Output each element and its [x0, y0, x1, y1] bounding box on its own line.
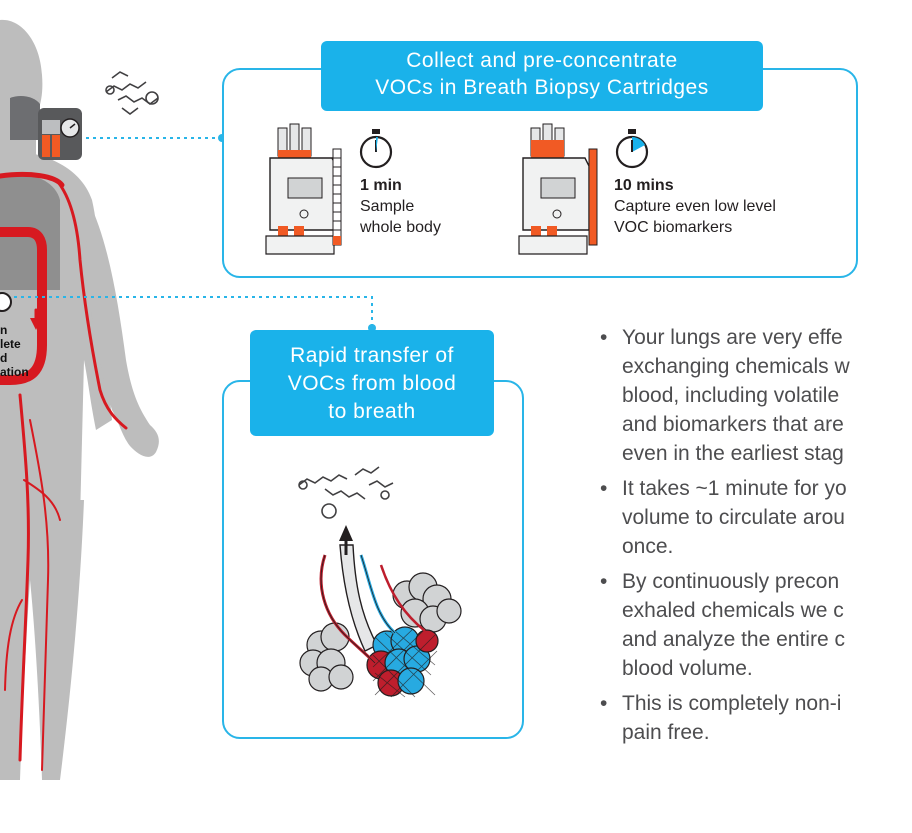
bullet-3-line4: blood volume. — [622, 657, 753, 680]
circle-marker-icon — [0, 292, 12, 312]
bullet-2-line3: once. — [622, 535, 674, 558]
bullet-item: This is completely non-i pain free. — [594, 689, 912, 747]
bullet-1-line4: and biomarkers that are — [622, 413, 844, 436]
collect-banner-line2: VOCs in Breath Biopsy Cartridges — [375, 76, 709, 99]
sample-10-line1: Capture even low level — [614, 198, 776, 215]
cartridge-icon-1 — [265, 123, 337, 255]
connector-middle — [14, 296, 373, 326]
body-label: n lete d ation — [0, 323, 60, 379]
bullet-item: It takes ~1 minute for yo volume to circ… — [594, 474, 912, 561]
stopwatch-icon-1 — [359, 129, 393, 169]
sample-10-time: 10 mins — [614, 177, 674, 194]
bullet-4-line2: pain free. — [622, 721, 710, 744]
sample-1-line1: Sample — [360, 198, 415, 215]
transfer-banner-line3: to breath — [328, 400, 416, 423]
transfer-panel — [222, 380, 524, 739]
molecule-icon — [105, 71, 159, 115]
bullet-item: Your lungs are very effe exchanging chem… — [594, 323, 912, 468]
bullet-list: Your lungs are very effe exchanging chem… — [594, 323, 912, 753]
breath-mask-icon — [10, 96, 82, 160]
body-label-line1: n — [0, 323, 8, 337]
bullet-1-line2: exchanging chemicals w — [622, 355, 850, 378]
sample-1-time: 1 min — [360, 177, 402, 194]
alveoli-illustration — [299, 525, 462, 698]
transfer-banner-line2: VOCs from blood — [287, 372, 457, 395]
bullet-1-line5: even in the earliest stag — [622, 442, 844, 465]
sample-1-text: 1 min Sample whole body — [360, 176, 500, 238]
bullet-3-line3: and analyze the entire c — [622, 628, 845, 651]
sample-10-line2: VOC biomarkers — [614, 219, 733, 236]
bullet-3-line1: By continuously precon — [622, 570, 840, 593]
stopwatch-icon-2 — [615, 129, 649, 169]
bullet-4-line1: This is completely non-i — [622, 692, 842, 715]
bullet-1-line1: Your lungs are very effe — [622, 326, 843, 349]
sample-1-line2: whole body — [360, 219, 441, 236]
body-label-line4: ation — [0, 365, 29, 379]
bullet-2-line1: It takes ~1 minute for yo — [622, 477, 847, 500]
bullet-2-line2: volume to circulate arou — [622, 506, 845, 529]
progress-scale-1 — [332, 148, 342, 246]
cartridge-icon-2 — [518, 123, 590, 255]
collect-banner-line1: Collect and pre-concentrate — [406, 49, 678, 72]
progress-scale-2 — [588, 148, 598, 246]
molecule-icon-2 — [298, 466, 394, 519]
body-label-line2: lete — [0, 337, 21, 351]
collect-banner: Collect and pre-concentrate VOCs in Brea… — [321, 41, 763, 111]
transfer-banner: Rapid transfer of VOCs from blood to bre… — [250, 330, 494, 436]
transfer-banner-line1: Rapid transfer of — [290, 344, 454, 367]
body-label-line3: d — [0, 351, 8, 365]
bullet-3-line2: exhaled chemicals we c — [622, 599, 844, 622]
bullet-item: By continuously precon exhaled chemicals… — [594, 567, 912, 683]
down-arrow-icon — [30, 318, 42, 330]
sample-10-text: 10 mins Capture even low level VOC bioma… — [614, 176, 849, 238]
bullet-1-line3: blood, including volatile — [622, 384, 840, 407]
